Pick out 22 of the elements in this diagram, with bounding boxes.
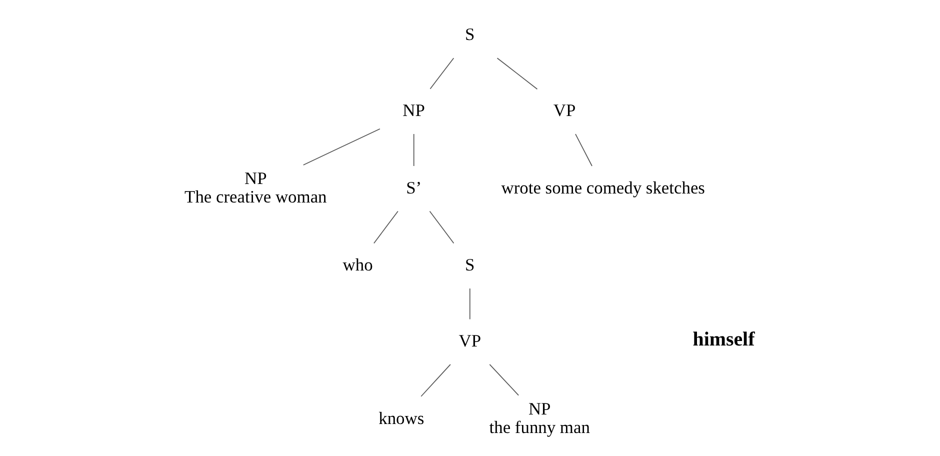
node-text: VP — [552, 100, 576, 120]
connector — [420, 364, 450, 397]
connector — [373, 210, 398, 244]
node-text: who — [342, 254, 372, 275]
node-text: S’ — [406, 177, 422, 198]
connector — [412, 134, 414, 166]
node-text: S — [464, 254, 474, 275]
node-text: S — [464, 24, 474, 44]
connector — [302, 128, 380, 166]
connector — [496, 58, 538, 90]
node-text: NP — [402, 100, 424, 120]
connector — [488, 364, 518, 396]
node-text: knows — [378, 408, 424, 428]
node-text: NP The creative woman — [184, 168, 326, 207]
connector — [574, 134, 592, 166]
node-text: NP the funny man — [488, 398, 590, 438]
connector — [429, 58, 454, 90]
label: himself — [692, 328, 754, 350]
connector — [468, 288, 470, 320]
node-text: wrote some comedy sketches — [500, 177, 704, 198]
connector — [428, 210, 454, 244]
node-text: VP — [458, 330, 481, 351]
